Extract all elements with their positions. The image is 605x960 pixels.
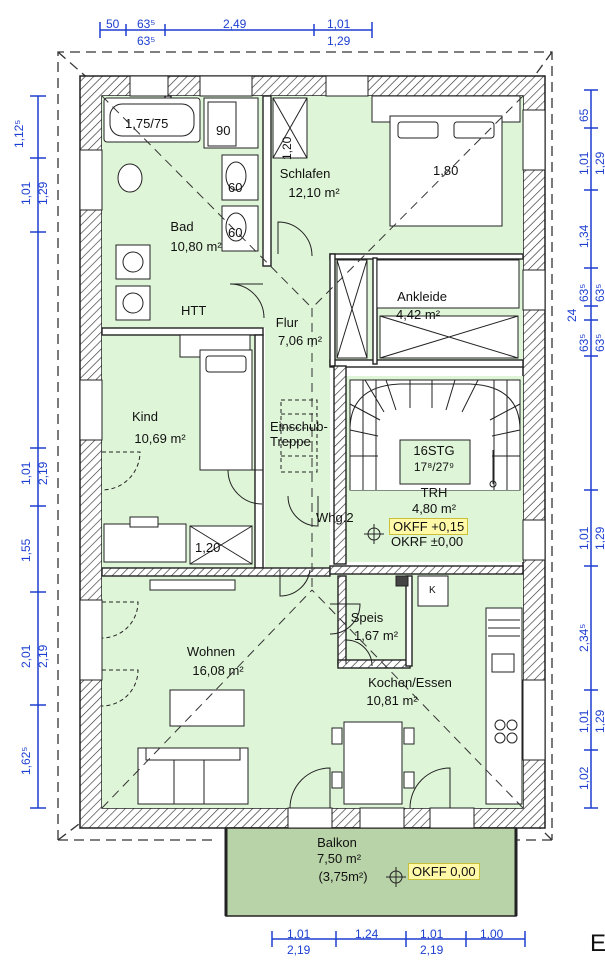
kitchen-k-label: K (429, 585, 436, 596)
room-area-wohnen: 16,08 m² (192, 663, 244, 678)
dim-bottom-1: 1,01 (287, 927, 311, 941)
basin-label-1: 60 (228, 180, 243, 195)
okrf-trh-label: OKRF ±0,00 (391, 534, 464, 549)
room-area-kind: 10,69 m² (134, 431, 186, 446)
room-area-ankleide: 4,42 m² (395, 307, 441, 322)
dim-left-7: 2,01 (19, 644, 33, 668)
dim-right-13: 1,01 (577, 709, 591, 733)
kind-desk-label: 1,20 (195, 540, 221, 555)
dim-right-11: 1,29 (593, 526, 605, 550)
level-marker-balcony (386, 867, 406, 887)
dim-right-4: 1,34 (577, 224, 591, 248)
dim-bottom-5: 2,19 (420, 943, 444, 957)
dim-top-1: 50 (106, 17, 120, 31)
htt-label: HTT (181, 303, 207, 318)
staircase (349, 379, 521, 491)
attic-ladder (280, 399, 318, 473)
dim-right-9: 63⁵ (593, 333, 605, 352)
dim-top-5: 1,01 (327, 17, 351, 31)
living-furniture (137, 579, 249, 805)
interior-walls (101, 95, 524, 669)
room-area-kochen-essen: 10,81 m² (366, 693, 418, 708)
dim-right-10: 1,01 (577, 526, 591, 550)
room-name-kochen-essen: Kochen/Essen (368, 675, 452, 690)
room-name-wohnen: Wohnen (186, 644, 236, 659)
dim-right-5: 63⁵ (577, 283, 591, 302)
kitchen-furniture (331, 575, 523, 805)
room-name-balkon: Balkon (317, 835, 357, 850)
okff-balkon-badge: OKFF 0,00 (408, 863, 480, 880)
door-swings (101, 221, 451, 809)
dim-right-6: 63⁵ (593, 283, 605, 302)
room-name-speis: Speis (350, 610, 384, 625)
dim-right-2: 1,01 (577, 151, 591, 175)
room-name-ankleide: Ankleide (397, 289, 447, 304)
windows (79, 75, 546, 829)
room-name-schlafen: Schlafen (279, 166, 331, 181)
kids-furniture (103, 334, 253, 565)
dim-bottom-2: 2,19 (287, 943, 311, 957)
bedroom-furniture (336, 95, 521, 359)
bathtub-label: 1,75/75 (125, 116, 169, 131)
attic-ladder-label: Einschub-Treppe (270, 419, 328, 449)
edge-letter: E (590, 930, 605, 957)
dim-left-2: 1,01 (19, 181, 33, 205)
room-name-bad: Bad (170, 219, 194, 234)
dim-left-1: 1,12⁵ (12, 119, 26, 148)
basin-label-2: 60 (228, 225, 243, 240)
room-area-speis: 1,67 m² (353, 628, 399, 643)
room-area-flur: 7,06 m² (277, 333, 323, 348)
dim-left-9: 1,62⁵ (19, 746, 33, 775)
room-name-trh: TRH (420, 485, 448, 500)
dim-top-3: 63⁵ (137, 34, 156, 48)
room-name-flur: Flur (275, 315, 299, 330)
dim-bottom-6: 1,00 (480, 927, 504, 941)
dimension-lines (30, 22, 598, 947)
room-area-bad: 10,80 m² (170, 239, 222, 254)
dim-right-14: 1,29 (593, 709, 605, 733)
bath-fixtures (103, 97, 308, 321)
room-area-balkon-half: (3,75m²) (318, 869, 368, 884)
dim-left-6: 1,55 (19, 538, 33, 562)
unit-label: Whg.2 (316, 510, 354, 525)
dim-right-12: 2,34⁵ (577, 623, 591, 652)
dim-right-3: 1,29 (593, 151, 605, 175)
dim-right-15: 1,02 (577, 766, 591, 790)
stair-count-label: 16STG (413, 443, 455, 458)
dim-left-8: 2,19 (36, 644, 50, 668)
shower-label: 90 (216, 123, 231, 138)
dim-top-4: 2,49 (223, 17, 247, 31)
dim-left-3: 1,29 (36, 181, 50, 205)
stair-ratio-label: 17⁸/27⁹ (413, 460, 455, 474)
dim-right-1: 65 (577, 108, 591, 122)
dim-right-7: 24 (565, 308, 579, 322)
dim-bottom-4: 1,01 (420, 927, 444, 941)
roof-lines (101, 95, 524, 809)
bed-width-label: 1,80 (433, 163, 459, 178)
room-area-trh: 4,80 m² (411, 501, 457, 516)
dim-left-5: 2,19 (36, 461, 50, 485)
room-name-kind: Kind (131, 409, 159, 424)
shower2-label: 1,20 (280, 136, 294, 160)
room-area-schlafen: 12,10 m² (288, 185, 340, 200)
dim-top-6: 1,29 (327, 34, 351, 48)
dim-bottom-3: 1,24 (355, 927, 379, 941)
dim-left-4: 1,01 (19, 461, 33, 485)
level-marker-trh (364, 524, 384, 544)
dim-top-2: 63⁵ (137, 17, 156, 31)
okff-trh-badge: OKFF +0,15 (389, 518, 469, 535)
dim-right-8: 63⁵ (577, 333, 591, 352)
room-area-balkon: 7,50 m² (316, 851, 362, 866)
